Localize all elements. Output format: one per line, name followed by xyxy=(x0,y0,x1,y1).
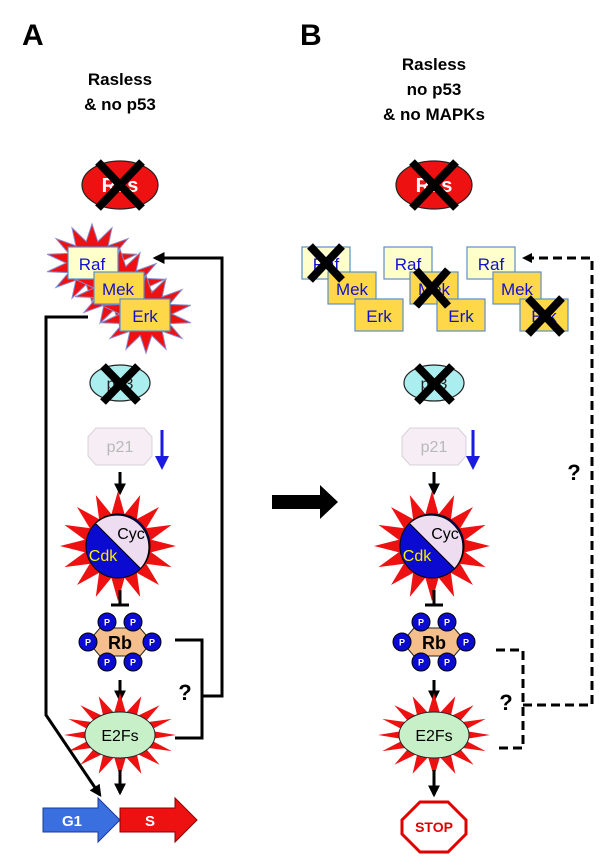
phosphate-icon xyxy=(123,652,143,672)
g1-phase-arrow: G1 xyxy=(42,796,121,844)
phosphate-label: P xyxy=(130,618,136,628)
panel-b-title-line-3: & no MAPKs xyxy=(383,105,485,124)
panel-b-title-line-1: Rasless xyxy=(402,55,466,74)
panel-a-title-line-1: Rasless xyxy=(88,70,152,89)
raf-label: Raf xyxy=(395,255,422,274)
mek-label: Mek xyxy=(336,280,369,299)
phosphate-icon xyxy=(411,612,431,632)
cdk-label: Cdk xyxy=(89,548,118,565)
knockout-x-icon xyxy=(413,267,451,309)
mapk-set-1: Raf Mek Erk xyxy=(301,243,404,332)
mek-label: Mek xyxy=(102,280,135,299)
panel-b-title-line-2: no p53 xyxy=(407,80,462,99)
phosphate-label: P xyxy=(149,638,155,648)
p21-label: p21 xyxy=(107,439,134,456)
mapk-set-3: Raf Mek Erk xyxy=(466,246,569,337)
decrease-arrow-icon xyxy=(155,430,169,470)
rb-node-b: Rb P P P P P P xyxy=(392,612,476,672)
arrowhead-icon xyxy=(522,253,532,263)
phosphate-label: P xyxy=(418,618,424,628)
s-label: S xyxy=(145,813,155,830)
transition-arrow-icon xyxy=(272,485,338,519)
phosphate-icon xyxy=(78,632,98,652)
e2f-node-a: E2Fs xyxy=(64,693,176,777)
mek-label: Mek xyxy=(501,280,534,299)
knockout-x-icon xyxy=(100,363,141,405)
s-phase-arrow: S xyxy=(119,796,198,844)
feedback-to-raf-arrow xyxy=(152,252,224,698)
phosphate-label: P xyxy=(85,638,91,648)
phosphate-label: P xyxy=(418,658,424,668)
phosphate-icon xyxy=(97,612,117,632)
cyc-label: Cyc xyxy=(117,526,145,543)
panel-b: B Rasless no p53 & no MAPKs Ras Raf Mek … xyxy=(300,19,594,854)
phosphate-icon xyxy=(437,612,457,632)
e2f-node-b: E2Fs xyxy=(378,693,490,777)
question-mark-a: ? xyxy=(178,680,191,705)
dashed-feedback-to-raf xyxy=(523,256,594,707)
cdk-label: Cdk xyxy=(403,548,432,565)
phosphate-label: P xyxy=(399,638,405,648)
erk-label: Erk xyxy=(132,307,158,326)
phosphate-group-set: P P P P P P xyxy=(78,612,162,672)
p21-label: p21 xyxy=(421,439,448,456)
ras-node-a: Ras xyxy=(81,159,159,211)
knockout-x-icon xyxy=(95,159,145,211)
p53-node-b: p53 xyxy=(403,363,465,405)
ras-node-b: Ras xyxy=(395,159,473,211)
knockout-x-icon xyxy=(414,363,455,405)
phosphate-icon xyxy=(437,652,457,672)
phosphate-icon xyxy=(392,632,412,652)
panel-a-title-line-2: & no p53 xyxy=(84,95,156,114)
phosphate-icon xyxy=(411,652,431,672)
knockout-x-icon xyxy=(525,295,565,337)
phosphate-label: P xyxy=(463,638,469,648)
rb-e2f-dashed-bracket xyxy=(496,648,525,750)
raf-label: Raf xyxy=(478,255,505,274)
phosphate-group-set: P P P P P P xyxy=(392,612,476,672)
e2f-label: E2Fs xyxy=(101,728,138,745)
rb-label: Rb xyxy=(108,633,132,653)
phosphate-label: P xyxy=(444,658,450,668)
cyc-label: Cyc xyxy=(431,526,459,543)
knockout-x-icon xyxy=(307,243,345,283)
phosphate-icon xyxy=(123,612,143,632)
phosphate-icon xyxy=(97,652,117,672)
panel-a: A Rasless & no p53 Ras Raf Mek Erk xyxy=(22,19,224,844)
cyclin-cdk-node-b: Cyc Cdk xyxy=(374,490,490,602)
e2f-label: E2Fs xyxy=(415,728,452,745)
p53-node-a: p53 xyxy=(89,363,151,405)
phosphate-label: P xyxy=(104,618,110,628)
decrease-arrow-icon xyxy=(466,430,480,470)
rb-label: Rb xyxy=(422,633,446,653)
erk-label: Erk xyxy=(448,307,474,326)
question-mark-b-lower: ? xyxy=(499,690,512,715)
mapk-set-2: Raf Mek Erk xyxy=(383,246,486,332)
erk-label: Erk xyxy=(366,307,392,326)
raf-label: Raf xyxy=(79,255,106,274)
rb-e2f-bracket xyxy=(175,638,204,740)
stop-sign-icon: STOP xyxy=(400,800,468,854)
p21-node-a: p21 xyxy=(87,427,169,470)
phosphate-label: P xyxy=(444,618,450,628)
phosphate-label: P xyxy=(104,658,110,668)
panel-b-letter: B xyxy=(300,19,322,52)
phosphate-icon xyxy=(142,632,162,652)
stop-label: STOP xyxy=(415,819,453,835)
g1-label: G1 xyxy=(62,813,82,830)
cyclin-cdk-node-a: Cyc Cdk xyxy=(60,490,176,602)
inhibition-cdk-to-rb xyxy=(425,590,443,607)
question-mark-b-upper: ? xyxy=(567,460,580,485)
panel-a-letter: A xyxy=(22,19,44,52)
p21-node-b: p21 xyxy=(401,427,480,470)
mapk-cascade-a: Raf Mek Erk xyxy=(46,222,192,355)
knockout-x-icon xyxy=(409,159,459,211)
rb-node-a: Rb P P P P P P xyxy=(78,612,162,672)
inhibition-cdk-to-rb xyxy=(111,590,129,607)
phosphate-label: P xyxy=(130,658,136,668)
phosphate-icon xyxy=(456,632,476,652)
erk-to-g1-arrow xyxy=(44,315,102,797)
